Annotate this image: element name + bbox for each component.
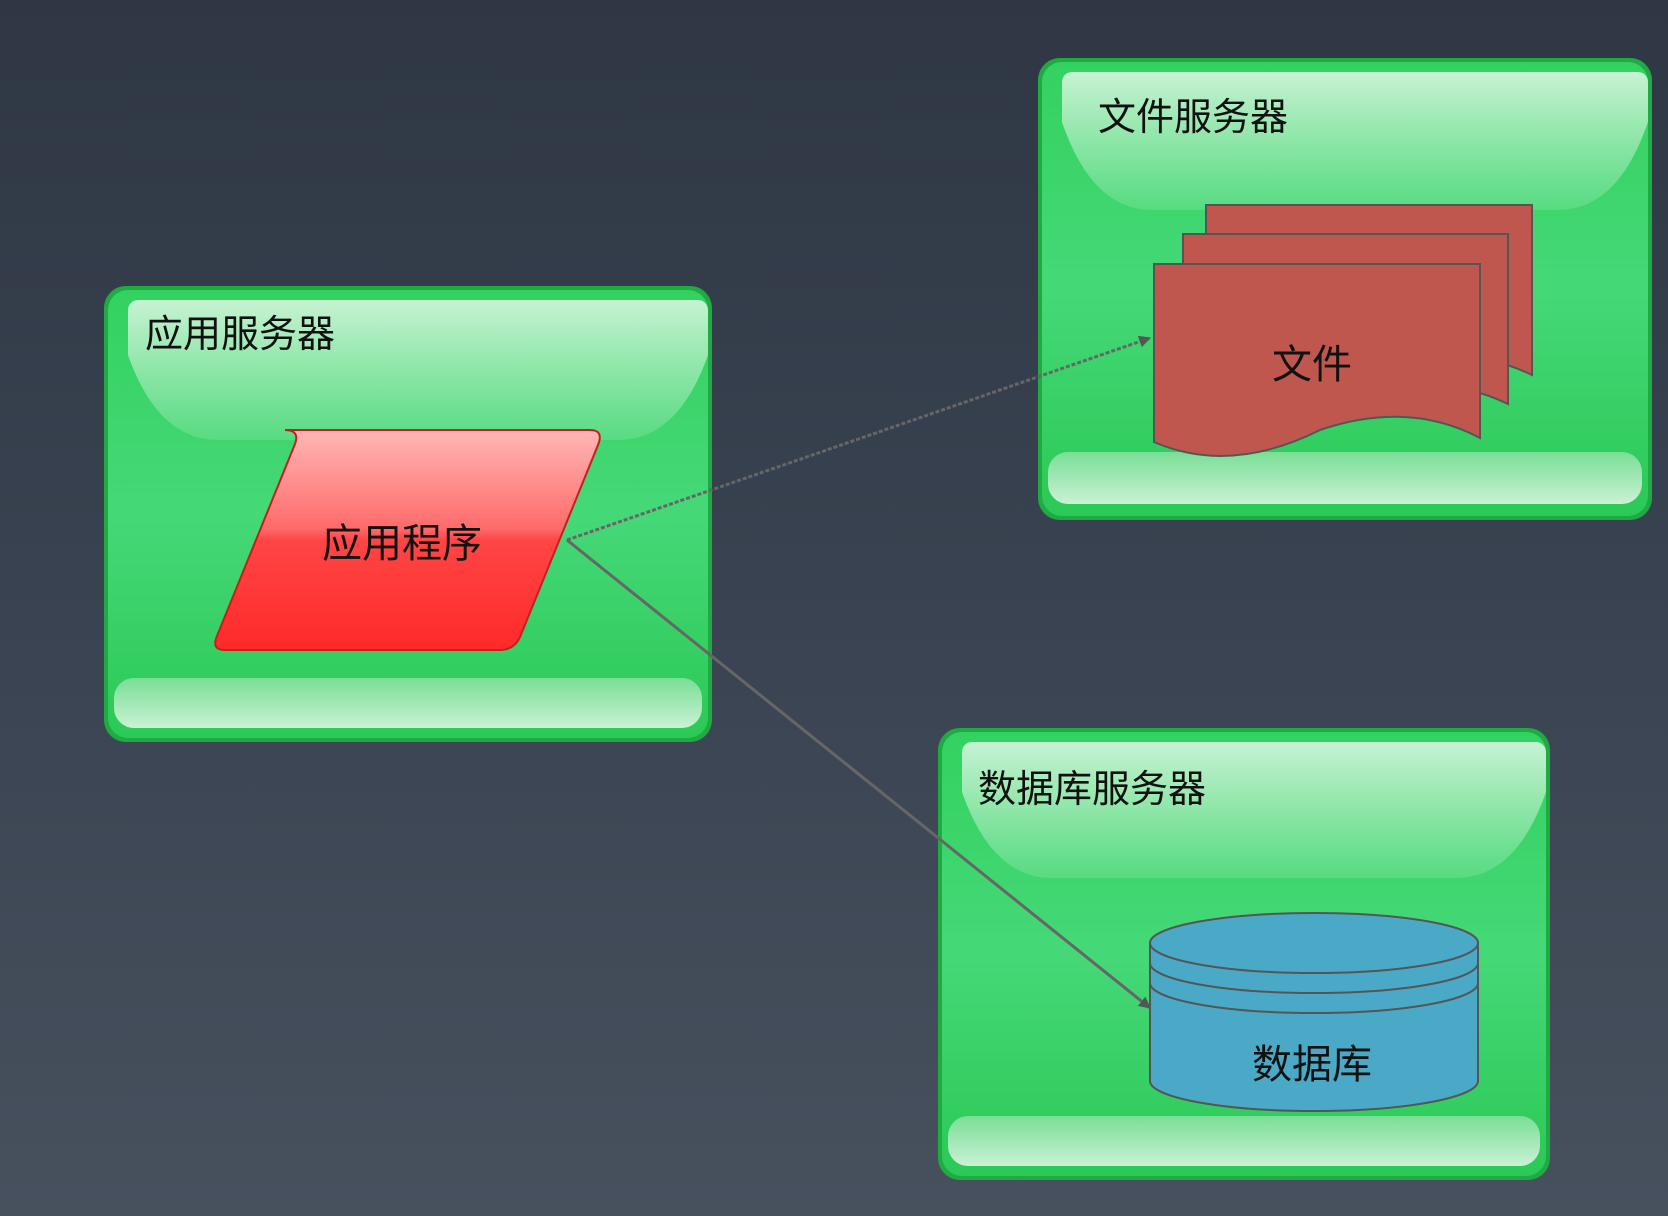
file-server-title: 文件服务器: [1098, 95, 1288, 139]
app-server-node[interactable]: 应用服务器 应用程序: [104, 286, 712, 742]
db-server-title: 数据库服务器: [978, 767, 1206, 811]
file-server-node[interactable]: 文件服务器 文件: [1038, 58, 1652, 520]
app-server-title: 应用服务器: [145, 312, 335, 356]
db-server-node[interactable]: 数据库服务器 数据库: [938, 728, 1550, 1180]
file-label: 文件: [1272, 342, 1352, 388]
edge-app-to-file: [566, 335, 1152, 542]
database-label: 数据库: [1252, 1042, 1372, 1088]
app-program-shape[interactable]: 应用程序: [214, 429, 601, 651]
app-program-label: 应用程序: [322, 521, 482, 567]
file-stack-icon[interactable]: 文件: [1153, 204, 1533, 457]
database-icon[interactable]: 数据库: [1149, 912, 1479, 1112]
edge-app-to-db: [566, 538, 1151, 1010]
